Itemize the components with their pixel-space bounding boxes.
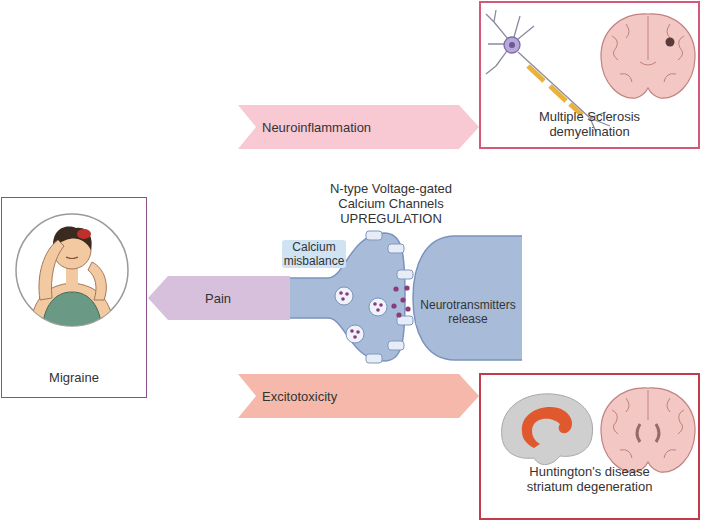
disease-box: Multiple Sclerosis demyelination — [479, 1, 700, 149]
disease-box: Migraine — [1, 197, 147, 398]
brain-coronal-icon — [601, 14, 695, 98]
arrow-label: Neuroinflammation — [262, 120, 371, 135]
arrow-label: Excitotoxicity — [262, 389, 337, 404]
disease-box: Huntington's disease striatum degenerati… — [479, 373, 700, 520]
brain-sagittal-icon — [502, 394, 593, 465]
node-text-block: N-type Voltage-gated Calcium Channels UP… — [237, 181, 545, 226]
node-label: N-type Voltage-gated Calcium Channels UP… — [322, 181, 460, 226]
chevron-arrow — [238, 105, 479, 149]
central-ellipse: N-type Voltage-gated Calcium Channels UP… — [237, 176, 545, 418]
vesicles — [335, 285, 411, 343]
node-text-block: Multiple Sclerosis demyelination — [481, 109, 698, 139]
calcium-channels — [366, 231, 413, 363]
node-label: Huntington's disease striatum degenerati… — [517, 464, 662, 494]
part-label: Calcium misbalance — [282, 240, 346, 268]
arrow-label: Pain — [205, 291, 231, 306]
node-text-block: Huntington's disease striatum degenerati… — [481, 464, 698, 494]
brain-coronal-icon — [601, 388, 695, 472]
chevron-arrow — [148, 276, 290, 320]
node-label: Migraine — [9, 370, 139, 385]
node-label: Multiple Sclerosis demyelination — [529, 109, 651, 139]
migraine-person-icon — [16, 214, 128, 330]
chevron-arrow — [238, 374, 479, 418]
part-label: Neurotransmitters release — [416, 298, 520, 326]
postsynaptic-terminal — [413, 236, 522, 360]
node-text-block: Migraine — [2, 370, 146, 385]
